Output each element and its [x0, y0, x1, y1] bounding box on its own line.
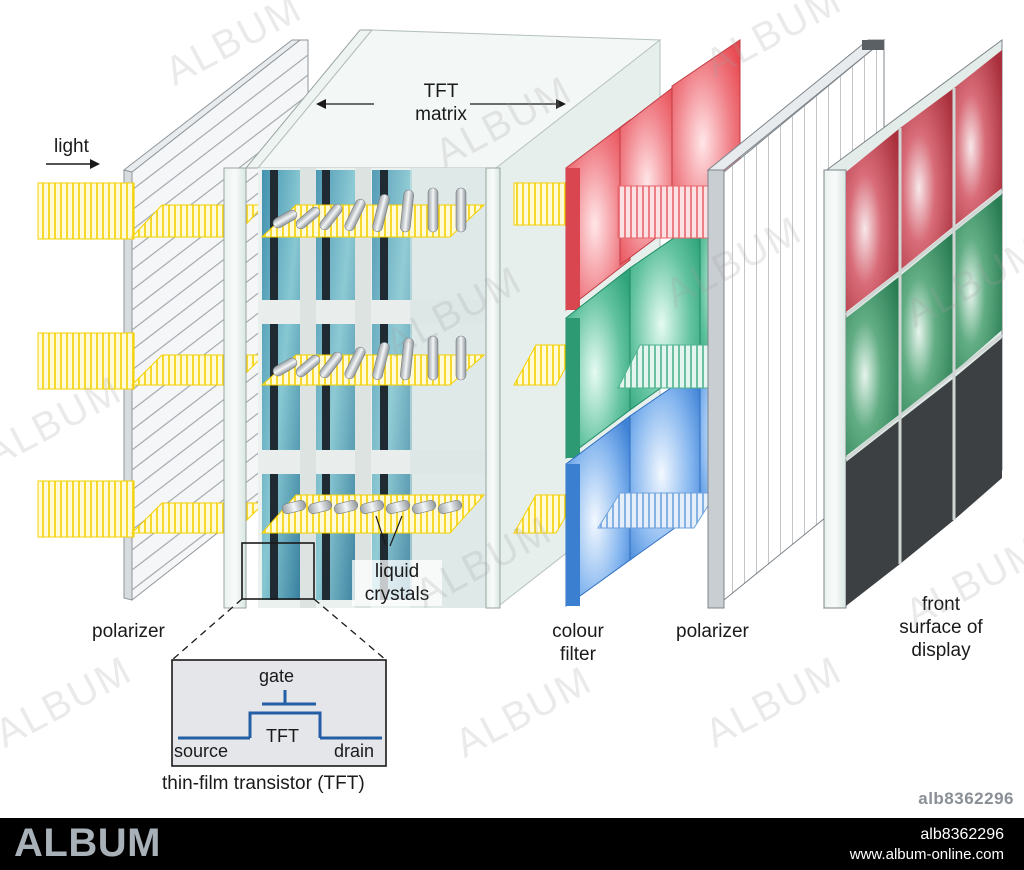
liquid-crystals-label-line-2: crystals: [364, 584, 430, 605]
tft-matrix-label-line-1: TFT: [423, 81, 459, 102]
album-logo: ALBUM: [14, 821, 161, 865]
liquid-crystals-label: liquid crystals: [352, 560, 442, 606]
tft-glass-layer: [223, 29, 662, 609]
footer-image-id: alb8362296: [920, 826, 1004, 843]
inset-gate-label: gate: [259, 666, 295, 686]
colour-filter-label: colour filter: [532, 620, 624, 666]
footer-bar: ALBUM alb8362296 www.album-online.com: [0, 818, 1024, 870]
inset-tft-label: TFT: [266, 726, 299, 746]
liquid-crystals-label-line-1: liquid: [374, 561, 420, 582]
front-surface-label: front surface of display: [878, 593, 1004, 662]
liquid-crystals-pointers: [375, 515, 403, 547]
lcd-diagram: [37, 29, 1003, 767]
tft-matrix-label: TFT matrix: [396, 80, 486, 126]
inset-source-label: source: [174, 741, 229, 761]
tft-matrix-pointers: [316, 99, 566, 109]
colour-filter-label-line-1: colour: [552, 621, 604, 642]
colour-filter-label-line-2: filter: [560, 644, 596, 665]
tft-inset-pointer: [171, 542, 387, 661]
front-surface-label-line-3: display: [911, 640, 971, 661]
tft-inset: [171, 659, 387, 767]
transistor-schematic: [178, 690, 382, 740]
inset-caption: thin-film transistor (TFT): [162, 773, 365, 794]
front-surface-label-line-2: surface of: [899, 617, 983, 638]
liquid-crystals: [260, 187, 486, 534]
light-arrow: [46, 159, 100, 169]
tft-matrix-label-line-2: matrix: [415, 104, 467, 125]
footer-url[interactable]: www.album-online.com: [849, 846, 1004, 863]
inset-drain-label: drain: [334, 741, 375, 761]
front-surface-label-line-1: front: [921, 594, 961, 615]
polarizer-right-label: polarizer: [676, 621, 749, 642]
front-surface: [823, 39, 1003, 610]
polarizer-left-label: polarizer: [92, 621, 165, 642]
light-label: light: [54, 136, 89, 157]
image-id-label: alb8362296: [918, 789, 1014, 808]
lcd-exploded-view: [37, 29, 1003, 767]
